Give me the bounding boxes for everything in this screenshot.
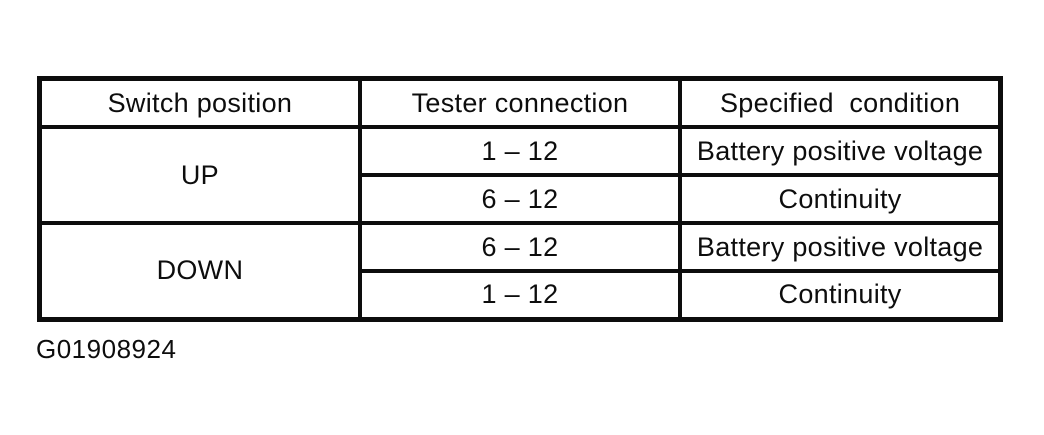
table-row: DOWN 6 – 12 Battery positive voltage (37, 221, 1003, 321)
table-row: UP 1 – 12 Battery positive voltage (37, 125, 1003, 225)
header-row: Switch position Tester connection Specif… (37, 76, 1003, 129)
cell-specified-condition: Battery positive voltage (678, 221, 1003, 273)
cell-specified-condition: Continuity (678, 173, 1003, 225)
cell-tester-connection: 1 – 12 (357, 125, 683, 177)
col-header-specified-condition: Specified condition (678, 76, 1003, 129)
col-header-switch-position: Switch position (37, 76, 362, 129)
cell-tester-connection: 6 – 12 (357, 221, 683, 273)
switch-test-spec-table: Switch position Tester connection Specif… (37, 76, 1003, 322)
col-header-tester-connection: Tester connection (357, 76, 683, 129)
table-row: 1 – 12 Continuity (40, 269, 1003, 321)
table-row: 6 – 12 Continuity (40, 173, 1003, 225)
figure-code: G01908924 (36, 334, 177, 364)
cell-specified-condition: Continuity (678, 269, 1003, 321)
cell-tester-connection: 1 – 12 (357, 269, 683, 321)
cell-specified-condition: Battery positive voltage (678, 125, 1003, 177)
cell-tester-connection: 6 – 12 (357, 173, 683, 225)
cell-switch-position-up: UP (37, 125, 362, 225)
cell-switch-position-down: DOWN (37, 221, 362, 321)
